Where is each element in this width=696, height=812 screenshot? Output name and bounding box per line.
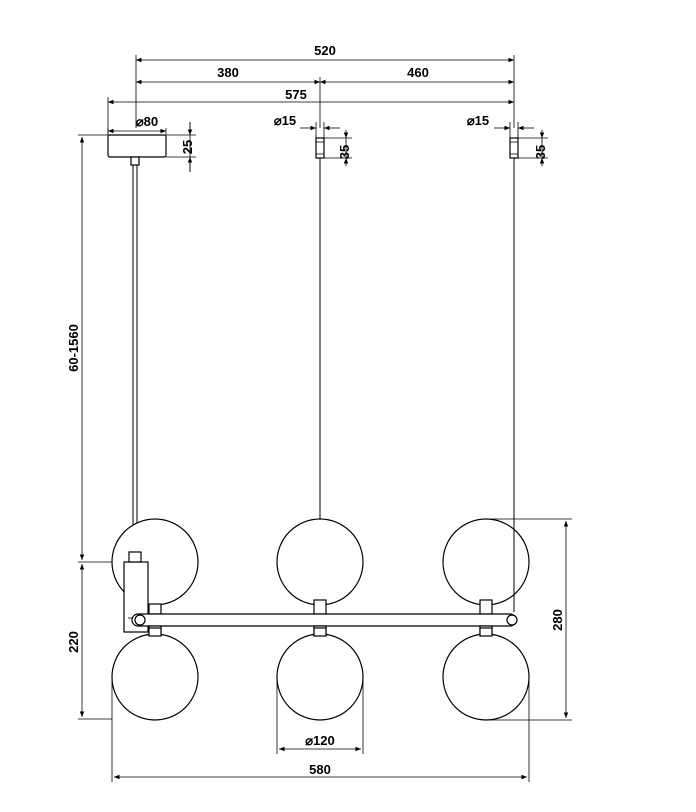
globe-lower-left	[111, 633, 199, 721]
dim-label-overall-width: 580	[309, 762, 331, 777]
fixture-body	[111, 518, 530, 721]
dim-label-middle-anchor-diameter: ⌀15	[274, 113, 296, 128]
dim-label-canopy-height: 25	[180, 140, 195, 154]
dim-label-globe-diameter: ⌀120	[305, 733, 335, 748]
top-dimensions: 520 380 460 575	[107, 43, 515, 135]
dim-label-canopy-diameter: ⌀80	[136, 114, 158, 129]
suspension-cables	[132, 158, 515, 612]
dim-label-fixture-height: 280	[550, 609, 565, 631]
globe-lower-middle	[276, 633, 364, 721]
dim-label-575: 575	[285, 87, 307, 102]
dim-label-380: 380	[217, 65, 239, 80]
dim-label-middle-anchor-height: 35	[337, 145, 352, 159]
middle-cable-anchor: ⌀15 35	[274, 113, 352, 166]
dim-label-right-anchor-height: 35	[533, 145, 548, 159]
dim-label-cable-length: 60-1560	[66, 324, 81, 372]
right-cable-anchor: ⌀15 35	[467, 113, 548, 166]
dim-label-right-anchor-diameter: ⌀15	[467, 113, 489, 128]
horizontal-bar	[131, 613, 517, 627]
left-dimensions: 60-1560 220	[66, 134, 140, 720]
dim-label-lower-height: 220	[66, 631, 81, 653]
bottom-dimensions: ⌀120 580	[111, 677, 530, 782]
dim-label-520: 520	[314, 43, 336, 58]
ceiling-canopy: ⌀80 25	[107, 114, 196, 172]
dim-label-460: 460	[407, 65, 429, 80]
globe-lower-right	[442, 633, 530, 721]
globe-upper-right	[442, 518, 530, 606]
globe-upper-middle	[276, 518, 364, 606]
